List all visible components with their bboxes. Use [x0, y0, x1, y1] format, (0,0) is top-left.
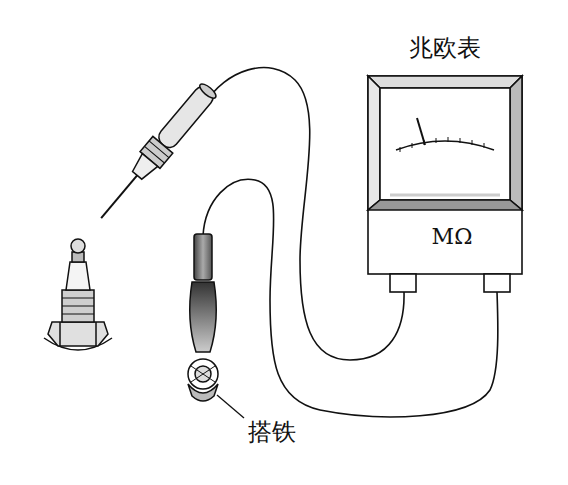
meter-title: 兆欧表: [409, 36, 481, 60]
leader-line: [217, 395, 244, 418]
ground-clip: [188, 234, 244, 418]
ground-label: 搭铁: [248, 420, 296, 444]
spark-plug: [44, 239, 112, 350]
unit-label: MΩ: [432, 226, 473, 248]
test-probe: [91, 80, 220, 227]
megohmmeter-box: 兆欧表 MΩ: [368, 28, 522, 278]
megohmmeter: [368, 76, 522, 292]
